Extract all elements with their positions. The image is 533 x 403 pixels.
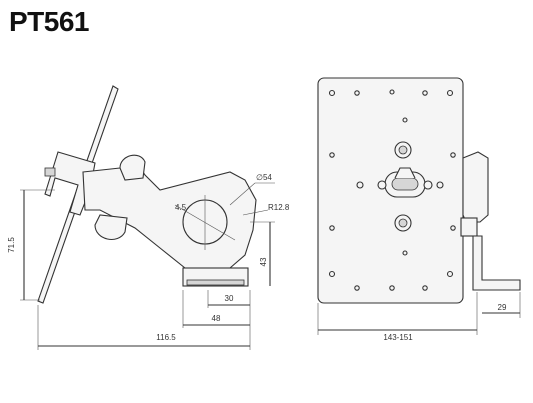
front-foot [472,235,521,291]
dim-label-radius: R12.8 [268,203,290,212]
side-arm-upper-tab [119,154,146,181]
dim-label-plate-width: 143-151 [383,333,413,342]
dim-label-116-5: 116.5 [156,333,176,342]
side-arm-lower-tab [94,214,128,241]
dim-label-43: 43 [259,257,268,266]
plate-holes [328,89,456,291]
product-code-title: PT561 [9,6,90,37]
front-side-bracket [462,151,489,223]
center-latch [377,167,433,198]
dim-label-foot-width: 29 [498,303,507,312]
side-foot-base [186,279,245,286]
front-bracket-clip [460,217,478,237]
dim-label-diameter: ∅54 [256,173,272,182]
dim-label-48: 48 [212,314,221,323]
front-view: 143-151 29 [317,77,521,342]
side-arm [82,159,257,269]
dim-label-angle: 4.5 [175,203,187,212]
dim-label-30: 30 [225,294,234,303]
bracket-screw [44,167,56,177]
dim-label-71-5: 71.5 [7,237,16,253]
side-view: 71.5 116.5 48 30 43 ∅54 4.5 [7,85,290,350]
